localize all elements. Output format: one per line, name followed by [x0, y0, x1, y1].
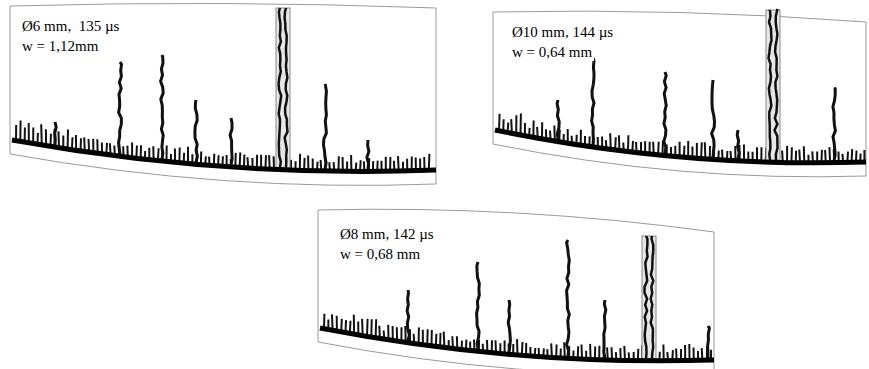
long-crack [324, 84, 327, 169]
test-parameter-label: w = 1,12mm [20, 38, 100, 55]
test-parameter-label: w = 0,64 mm [510, 44, 594, 61]
test-parameter-label: Ø10 mm, 144 µs [510, 24, 615, 41]
long-crack [712, 80, 715, 157]
main-crack [645, 236, 648, 359]
long-crack [833, 88, 836, 161]
long-crack [195, 100, 198, 162]
specimen-outline [318, 209, 714, 369]
test-parameter-label: Ø6 mm, 135 µs [20, 18, 121, 35]
long-crack [604, 300, 606, 358]
long-crack [55, 122, 57, 145]
long-crack [664, 72, 666, 154]
long-crack [119, 62, 122, 154]
loaded-edge [12, 140, 436, 171]
loaded-edge [320, 328, 714, 361]
specimen-outline [493, 11, 866, 177]
long-crack [737, 130, 739, 159]
long-crack [557, 100, 559, 140]
main-crack-band [276, 8, 290, 168]
main-crack [279, 8, 282, 168]
short-crack [16, 120, 429, 171]
main-crack [769, 10, 772, 160]
long-crack [708, 326, 710, 358]
long-crack [477, 262, 480, 349]
main-crack [651, 236, 654, 359]
long-crack [161, 55, 164, 159]
long-crack [367, 140, 369, 169]
main-crack-band [766, 10, 780, 160]
specimen-outline [10, 3, 436, 185]
main-crack-band [642, 236, 656, 359]
long-crack [407, 290, 409, 341]
main-crack [285, 8, 288, 168]
long-crack [567, 240, 570, 356]
long-crack [592, 55, 594, 145]
test-parameter-label: Ø8 mm, 142 µs [338, 226, 436, 243]
loaded-edge [495, 130, 866, 163]
long-crack [508, 300, 510, 352]
test-parameter-label: w = 0,68 mm [338, 246, 422, 263]
long-crack [230, 118, 232, 165]
main-crack [775, 10, 778, 160]
